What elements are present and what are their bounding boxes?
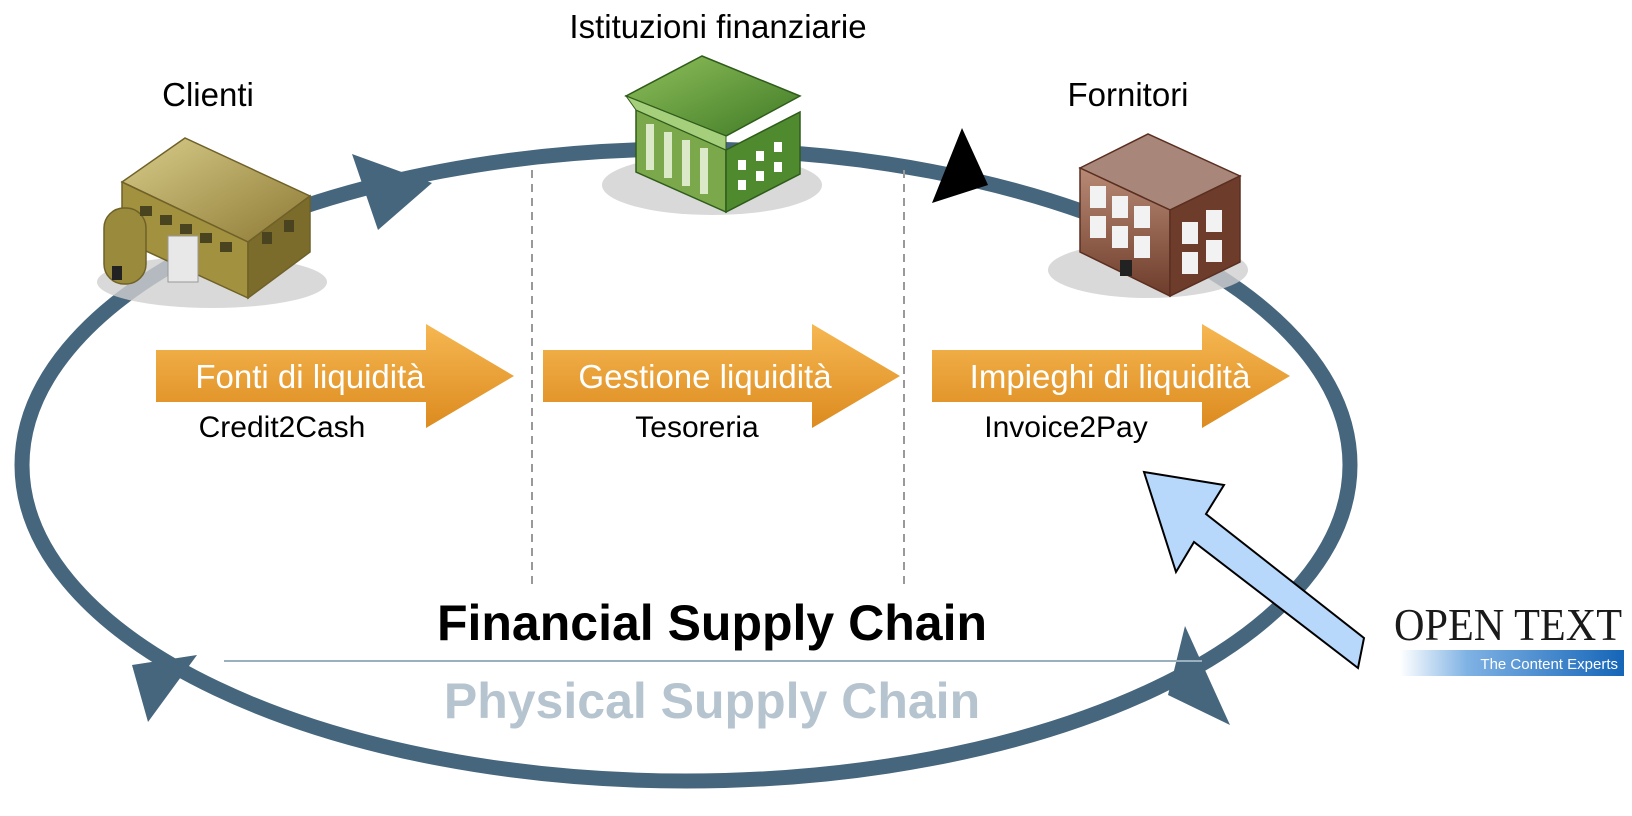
actor-label-banks: Istituzioni finanziarie — [569, 8, 866, 45]
step-sub-management: Tesoreria — [635, 411, 759, 444]
opentext-logo: OPEN TEXT The Content Experts — [1394, 599, 1624, 676]
physical-chain-title: Physical Supply Chain — [444, 673, 980, 729]
actor-label-suppliers: Fornitori — [1067, 76, 1188, 113]
step-sub-sources: Credit2Cash — [199, 411, 366, 444]
cycle-arrowhead-bottom-left — [132, 655, 197, 722]
callout-arrow — [1142, 470, 1366, 670]
cycle-arrowhead-top-left — [352, 154, 432, 230]
bank-building-icon — [602, 55, 822, 215]
step-label-sources: Fonti di liquidità — [195, 358, 425, 395]
step-arrow-uses — [932, 324, 1290, 428]
step-label-uses: Impieghi di liquidità — [970, 358, 1251, 395]
cycle-arrowhead-bottom-right — [1168, 626, 1230, 725]
logo-wordmark: OPEN TEXT — [1394, 599, 1622, 650]
step-arrow-sources — [156, 324, 514, 428]
cycle-arrowhead-top-right — [932, 128, 988, 203]
office-building-icon — [1048, 133, 1248, 298]
actor-label-clients: Clienti — [162, 76, 254, 113]
step-label-management: Gestione liquidità — [578, 358, 832, 395]
logo-tagline: The Content Experts — [1480, 656, 1618, 673]
financial-chain-title: Financial Supply Chain — [437, 595, 987, 651]
step-arrow-management — [543, 324, 900, 428]
step-sub-uses: Invoice2Pay — [984, 411, 1147, 444]
logo-tagline-bar — [1400, 650, 1624, 676]
factory-building-icon — [97, 137, 327, 308]
